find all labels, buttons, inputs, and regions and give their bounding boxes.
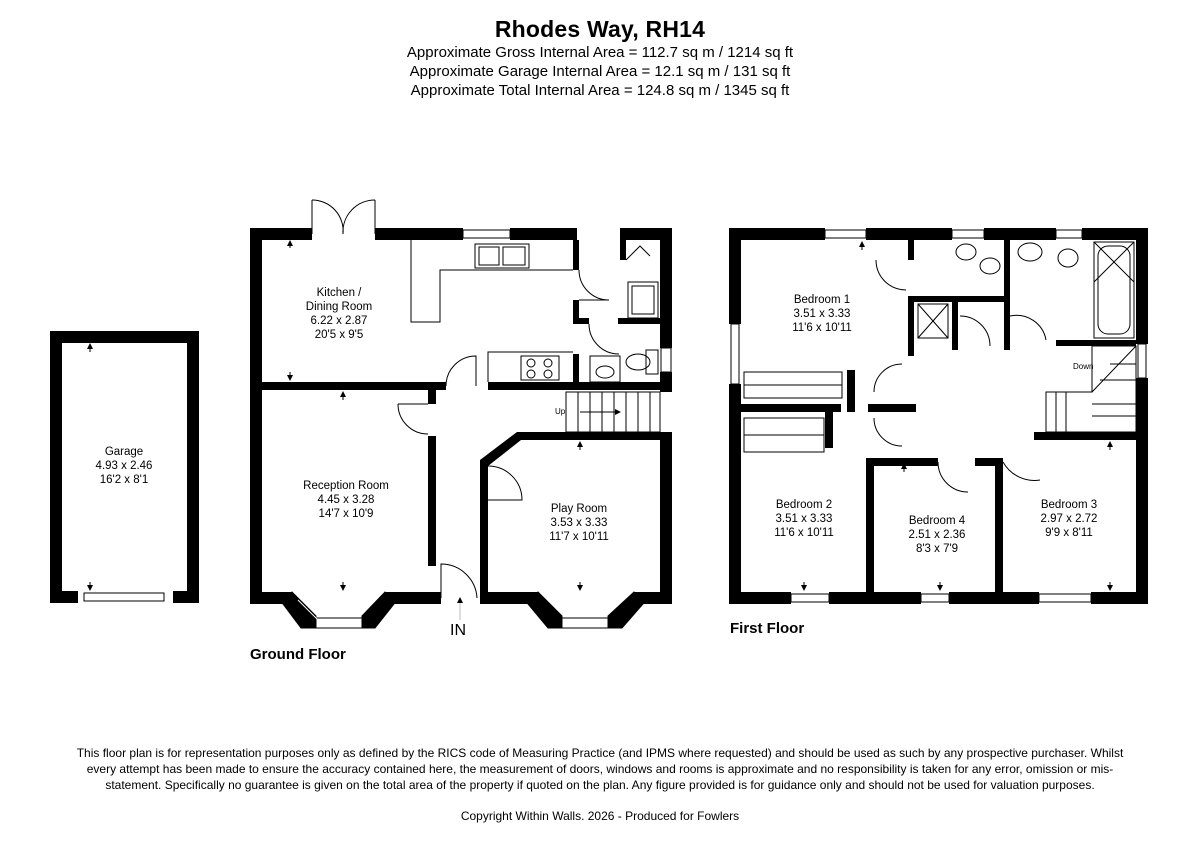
garage-area-text: Approximate Garage Internal Area = 12.1 … [409,63,791,80]
disclaimer-text: This floor plan is for representation pu… [76,746,1124,792]
hall-doors [397,355,523,599]
play-room-angled-wall [480,432,521,466]
ground-floor-walls [250,228,672,604]
kitchen-window [462,229,511,239]
first-floor-walls [729,228,1148,604]
garage-walls [50,331,199,603]
ground-floor-label: Ground Floor [250,646,346,663]
ground-floor-stairs [565,391,661,433]
first-floor-fixtures [743,241,1137,493]
stairs-up-label: Up [555,407,566,416]
reception-bay-window [282,591,395,629]
utility-fixtures [578,245,672,383]
first-floor-label: First Floor [730,620,805,637]
playroom-bay-window [527,591,644,629]
dimension-arrows [87,240,1113,591]
first-floor-windows [730,229,1147,603]
total-area-text: Approximate Total Internal Area = 124.8 … [410,82,790,99]
kitchen-french-doors [311,199,376,235]
gross-area-text: Approximate Gross Internal Area = 112.7 … [406,44,794,61]
garage-door [83,592,165,602]
kitchen-worktops [410,240,573,382]
stairs-down-label: Down [1073,362,1094,371]
plan-title: Rhodes Way, RH14 [494,16,706,42]
copyright-text: Copyright Within Walls. 2026 - Produced … [460,809,740,823]
entrance-label: IN [450,622,466,639]
